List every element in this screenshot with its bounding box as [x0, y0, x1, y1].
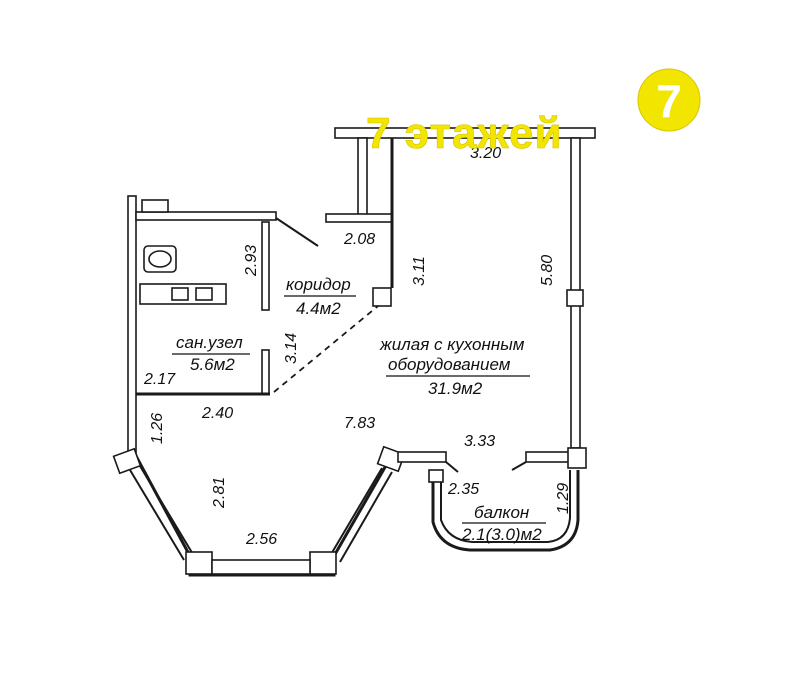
dim-right-wall: 5.80: [539, 255, 556, 286]
top-wall: [334, 127, 596, 139]
balcony-name: балкон: [474, 503, 530, 522]
room-labels: коридор 4.4м2 сан.узел 5.6м2 жилая с кух…: [172, 275, 546, 544]
dim-balcony-right: 1.29: [555, 483, 572, 514]
balcony-inner: [440, 470, 571, 543]
dim-bath-bottom: 2.40: [201, 405, 233, 422]
fixtures: [139, 245, 227, 305]
dim-bay-bottom: 2.56: [245, 531, 277, 548]
dim-corridor-depth: 3.11: [411, 256, 428, 286]
column: [372, 287, 392, 307]
door-leaf-left: [445, 461, 459, 473]
dim-bath-left: 2.17: [143, 371, 176, 388]
living-name-line1: жилая с кухонным: [379, 335, 525, 354]
dimension-labels: 3.20 2.08 3.11 5.80 2.93 3.14 2.17 2.40 …: [143, 145, 572, 548]
bay-corner-left: [185, 551, 213, 575]
balcony-area: 2.1(3.0)м2: [461, 525, 542, 544]
dim-left-lower: 1.26: [149, 413, 166, 444]
bathroom-area: 5.6м2: [190, 355, 235, 374]
dim-balcony-width: 3.33: [464, 433, 495, 450]
toilet-icon: [143, 245, 177, 273]
bay-window-walls: [119, 452, 399, 577]
dim-bay-side: 2.81: [211, 477, 228, 509]
partition-upper: [261, 221, 270, 311]
partition-lower: [261, 349, 270, 395]
balcony-wall-left: [397, 451, 447, 463]
door-leaf-right: [511, 461, 527, 471]
corridor-name: коридор: [286, 275, 351, 294]
bay-corner-top-left: [112, 447, 142, 475]
bay-window-glazing: [129, 465, 393, 563]
bathtub-icon: [139, 283, 227, 305]
bath-top-diagonal: [275, 217, 319, 247]
dim-corridor-width: 2.08: [343, 231, 375, 248]
dim-corridor-left: 2.93: [243, 245, 260, 277]
dim-balcony-depth: 2.35: [447, 481, 479, 498]
brand-logo: 7: [637, 68, 701, 132]
brand-text: 7 этажей: [366, 109, 563, 158]
dim-room-length: 7.83: [344, 415, 375, 432]
right-wall-foot: [567, 447, 587, 469]
vent-block: [141, 199, 169, 213]
brand-logo-digit: 7: [656, 75, 682, 127]
balcony-outline: [431, 470, 580, 552]
corridor-area: 4.4м2: [296, 299, 341, 318]
living-area: 31.9м2: [428, 379, 483, 398]
bay-corner-right: [309, 551, 337, 575]
balcony-post-left: [428, 469, 444, 483]
bay-window-bottom: [211, 559, 311, 575]
bath-top-wall: [135, 211, 277, 221]
left-wall: [127, 195, 137, 457]
dim-bath-side: 3.14: [283, 333, 300, 364]
right-wall-mullion: [566, 289, 584, 307]
bathroom-name: сан.узел: [176, 333, 243, 352]
dim-top-wall: 3.20: [470, 145, 501, 162]
corridor-header-wall: [325, 213, 393, 223]
brand-watermark: 7 этажей 7: [366, 68, 701, 158]
walls: [112, 127, 596, 577]
opening-line: [273, 305, 379, 393]
living-name-line2: оборудованием: [388, 355, 511, 374]
